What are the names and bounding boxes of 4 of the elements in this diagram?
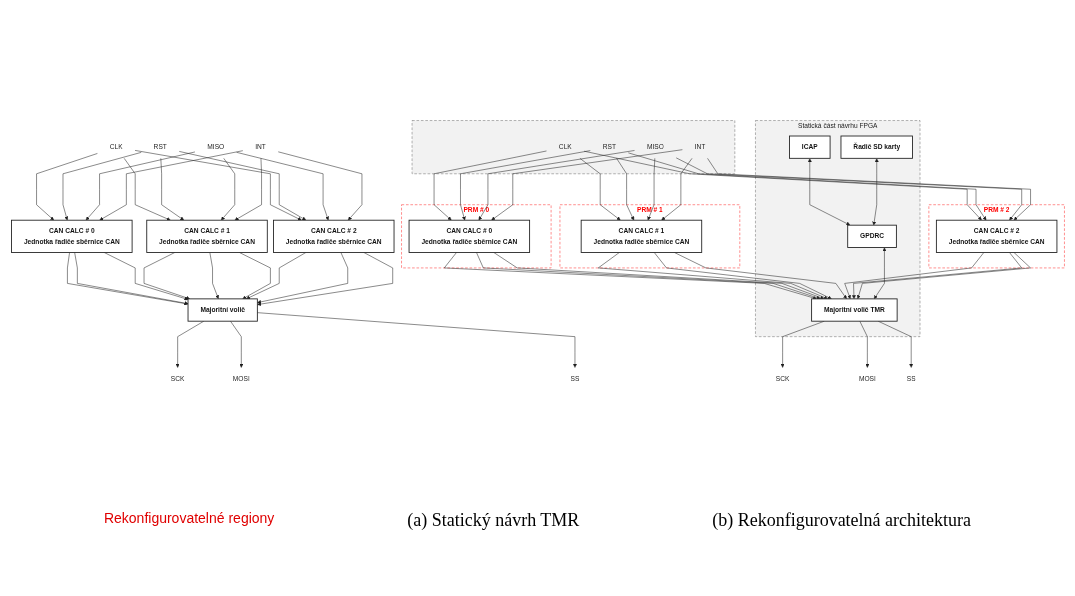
figure-caption: (a) Statický návrh TMR bbox=[407, 510, 580, 531]
region-caption: Rekonfigurovatelné regiony bbox=[103, 510, 275, 528]
figure-caption: (b) Rekonfigurovatelná architektura bbox=[712, 510, 972, 531]
cluster bbox=[411, 120, 735, 174]
